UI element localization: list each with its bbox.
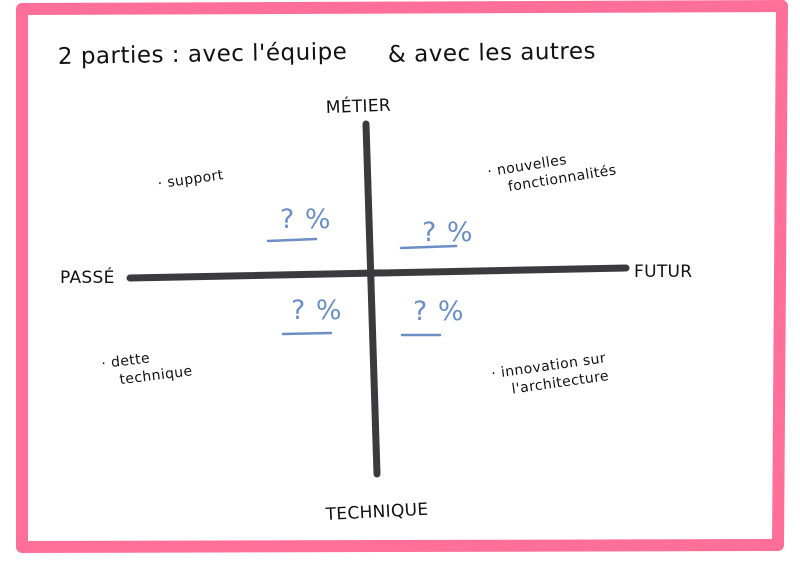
note-bottom-right: · innovation sur l'architecture (490, 350, 610, 397)
percent-top-left: ? % (266, 204, 332, 243)
percent-top-right: ? % (399, 217, 474, 250)
title-part-2: & avec les autres (388, 38, 597, 68)
percent-bottom-left: ? % (281, 295, 343, 336)
percent-top-right-text: ? % (422, 217, 474, 248)
note-top-right: · nouvelles fonctionnalités (486, 152, 617, 195)
percent-top-left-text: ? % (280, 204, 332, 235)
axis-label-right: FUTUR (634, 262, 692, 282)
note-bottom-left-line-1: · dette (101, 350, 151, 372)
note-top-left: · support (157, 167, 225, 192)
axis-label-left: PASSÉ (60, 266, 115, 288)
frame-border (16, 0, 788, 553)
note-bottom-left: · dette technique (101, 350, 194, 388)
horizontal-axis (126, 264, 630, 282)
percent-bottom-left-underline (281, 331, 333, 336)
vertical-axis (362, 120, 381, 478)
axis-label-top: MÉTIER (325, 94, 391, 118)
percent-bottom-right: ? % (400, 296, 465, 337)
axis-label-bottom: TECHNIQUE (324, 500, 429, 525)
note-top-left-line-1: · support (157, 167, 225, 192)
percent-top-right-underline (399, 244, 458, 250)
percent-bottom-right-text: ? % (413, 296, 465, 327)
percent-top-left-underline (266, 237, 318, 243)
percent-bottom-left-text: ? % (291, 295, 343, 326)
title-part-1: 2 parties : avec l'équipe (58, 39, 348, 70)
